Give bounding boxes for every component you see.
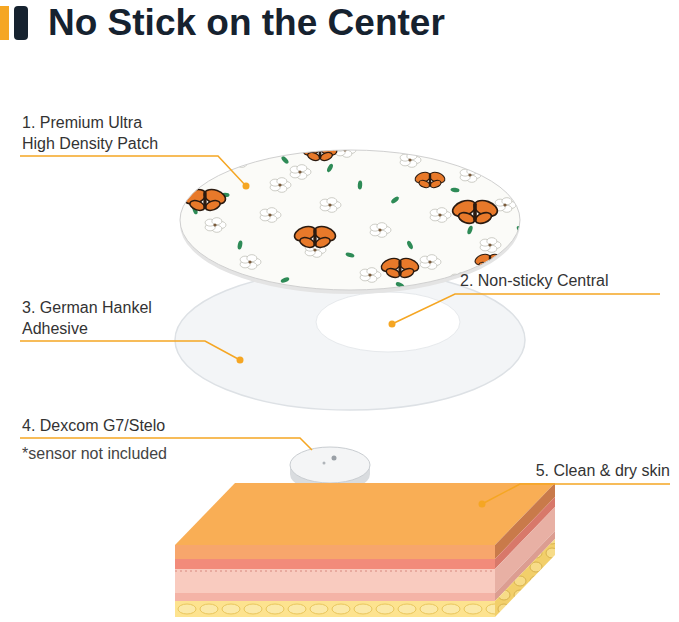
accent-bar [14,6,28,40]
skin-block [175,483,555,617]
callout-label: 3. German Hankel Adhesive [22,297,174,339]
note-text: *sensor not included [22,443,292,464]
callout-label: 2. Non-sticky Central [460,270,665,291]
callout-label: 4. Dexcom G7/Stelo [22,415,292,436]
accent-bar [0,6,9,40]
callout-label: 1. Premium Ultra High Density Patch [22,112,174,154]
title: No Stick on the Center [48,2,445,44]
callout-label: 5. Clean & dry skin [480,460,670,481]
leader-line [20,156,670,504]
non-sticky-center [316,292,460,352]
leader-dot [237,183,486,508]
